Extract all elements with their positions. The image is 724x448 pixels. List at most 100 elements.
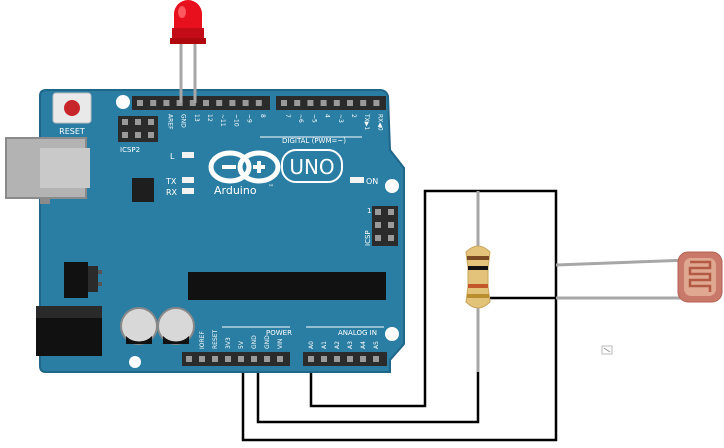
header-pin[interactable]	[189, 100, 196, 106]
header-pin[interactable]	[308, 356, 314, 362]
analog-pin-label: A1	[321, 341, 328, 349]
top-pin-label: AREF	[166, 114, 173, 130]
header-pin[interactable]	[321, 356, 327, 362]
header-pin[interactable]	[212, 356, 218, 362]
top-pin-label: 13	[193, 114, 200, 122]
top-pin-label: 2	[350, 114, 357, 118]
header-pin[interactable]	[360, 356, 366, 362]
digital-label: DIGITAL (PWM=~)	[282, 137, 346, 145]
power-pin-label: 5V	[238, 340, 245, 349]
led-icon[interactable]	[170, 0, 206, 103]
analog-pin-label: A2	[334, 341, 341, 349]
bottom-pin-holes	[186, 356, 379, 362]
reset-label: RESET	[59, 127, 85, 136]
header-pin[interactable]	[373, 100, 380, 106]
analog-label: ANALOG IN	[338, 329, 377, 337]
l-led	[182, 152, 194, 158]
header-pin[interactable]	[199, 356, 205, 362]
header-pin[interactable]	[150, 100, 157, 106]
header-pin[interactable]	[320, 100, 327, 106]
header-pin[interactable]	[373, 356, 379, 362]
top-pin-label: ~3	[337, 114, 344, 123]
power-jack-shade	[36, 306, 102, 318]
top-pin-label: ~11	[219, 114, 226, 127]
top-pin-label: GND	[180, 114, 187, 128]
power-pin-label: IOREF	[199, 331, 206, 349]
header-pin[interactable]	[264, 356, 270, 362]
header-pin[interactable]	[251, 356, 257, 362]
usb-connector-face	[40, 148, 90, 188]
header-pin[interactable]	[347, 100, 353, 106]
top-pin-label: RX◀0	[376, 114, 383, 131]
header-pin[interactable]	[203, 100, 209, 106]
mounting-hole	[385, 327, 399, 341]
header-pin[interactable]	[294, 100, 301, 106]
top-pin-label: 12	[206, 114, 213, 122]
wire-gnd-to-resistor[interactable]	[256, 352, 480, 424]
icsp-pin1-label: 1	[367, 207, 371, 215]
capacitor	[157, 307, 195, 345]
on-label: ON	[366, 177, 378, 186]
header-pin[interactable]	[238, 356, 244, 362]
usb-tab	[40, 198, 50, 204]
resistor-icon[interactable]	[465, 191, 491, 372]
header-pin[interactable]	[255, 100, 262, 106]
analog-header	[303, 352, 387, 366]
power-header	[182, 352, 290, 366]
mounting-hole	[385, 179, 399, 193]
tx-label: TX	[165, 177, 177, 186]
mounting-hole	[116, 95, 130, 109]
top-pin-label: ~6	[297, 114, 304, 123]
power-pin-label: VIN	[277, 339, 284, 349]
power-pin-label: RESET	[212, 329, 219, 349]
power-pin-label: GND	[264, 335, 271, 349]
tx-led	[182, 177, 194, 183]
reset-button-cap[interactable]	[64, 100, 80, 116]
header-pin[interactable]	[163, 100, 170, 106]
analog-pin-label: A4	[360, 341, 367, 349]
analog-pin-label: A5	[373, 341, 380, 349]
header-pin[interactable]	[216, 100, 223, 106]
top-pin-label: ~5	[310, 114, 317, 123]
main-chip	[188, 272, 386, 300]
photoresistor-icon[interactable]	[555, 251, 723, 303]
model-label: UNO	[289, 155, 334, 179]
on-led	[350, 177, 364, 183]
arduino-infinity-logo	[208, 150, 281, 184]
header-pin[interactable]	[360, 100, 367, 106]
uno-badge	[281, 149, 343, 183]
wire-5v-to-ldr[interactable]	[241, 298, 558, 442]
header-pin[interactable]	[281, 100, 287, 106]
digital-header-left	[132, 96, 270, 110]
board-body	[39, 89, 405, 373]
header-pin[interactable]	[137, 100, 143, 106]
icsp2-header	[118, 116, 158, 142]
header-pin[interactable]	[334, 356, 340, 362]
icsp2-label: ICSP2	[120, 146, 140, 154]
header-pin[interactable]	[242, 100, 249, 106]
voltage-regulator	[64, 262, 102, 298]
header-pin[interactable]	[186, 356, 192, 362]
top-pin-label: 7	[284, 114, 291, 118]
rx-led	[182, 188, 194, 194]
header-pin[interactable]	[225, 356, 231, 362]
digital-header-right	[276, 96, 386, 110]
top-pin-label: ~10	[232, 114, 239, 127]
power-label: POWER	[266, 329, 292, 337]
header-pin[interactable]	[333, 100, 340, 106]
header-pin[interactable]	[277, 356, 283, 362]
analog-pin-label: A3	[347, 341, 354, 349]
cursor-icon	[601, 345, 613, 355]
top-pin-label: TX▶1	[363, 113, 370, 130]
header-pin[interactable]	[347, 356, 353, 362]
brand-label: Arduino	[214, 184, 257, 197]
header-pin[interactable]	[307, 100, 314, 106]
l-label: L	[170, 152, 175, 161]
header-pin[interactable]	[229, 100, 236, 106]
top-pin-label: ~9	[246, 114, 253, 123]
